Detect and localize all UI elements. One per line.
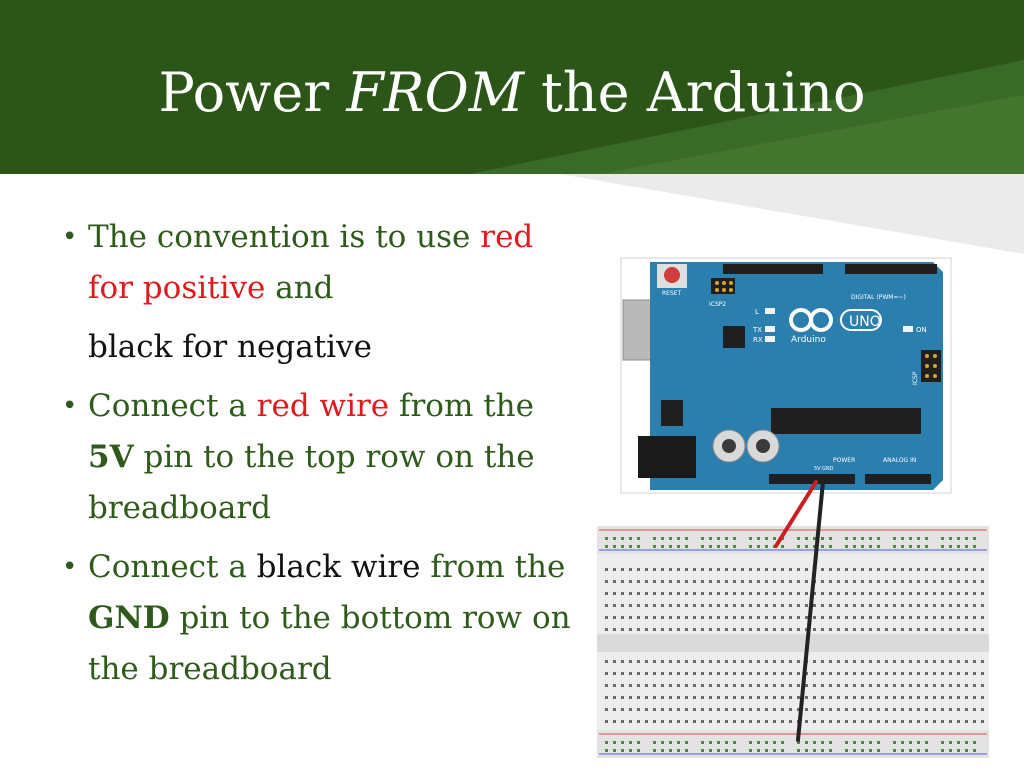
bullet-text: pin to the bottom row on the breadboard <box>88 600 571 687</box>
black-wire <box>796 480 825 742</box>
led-l <box>765 308 775 314</box>
led-rx-label: RX <box>753 336 763 344</box>
highlight-red: red for positive <box>88 219 534 306</box>
bullet-item: Connect a red wire from the 5V pin to th… <box>62 381 582 534</box>
header-decoration <box>470 60 1024 174</box>
icsp2-label: ICSP2 <box>709 301 726 308</box>
bullet-continuation: black for negative <box>88 329 372 365</box>
title-part2: the Arduino <box>524 61 866 124</box>
icsp-header <box>921 350 941 382</box>
slide-header: Power FROM the Arduino <box>0 0 1024 174</box>
bullet-list: The convention is to use red for positiv… <box>62 212 582 703</box>
bullet-text: Connect a <box>88 549 257 585</box>
brand-text: UNO <box>849 314 881 330</box>
voltage-regulator <box>661 400 683 426</box>
barrel-jack <box>638 436 696 478</box>
reset-knob <box>664 267 680 283</box>
bullet-text: Connect a <box>88 388 257 424</box>
red-wire <box>774 480 818 548</box>
arduino-breadboard-figure: RESET ICSP2 DIGITAL (PWM=~) L TX RX UNO … <box>597 257 989 758</box>
highlight-black: black wire <box>256 549 421 585</box>
icsp2-header <box>711 278 735 294</box>
bullet-text: from the <box>420 549 566 585</box>
slide-title: Power FROM the Arduino <box>0 58 1024 128</box>
title-part1: Power <box>158 61 347 124</box>
analog-label: ANALOG IN <box>883 457 916 464</box>
digital-header-left <box>723 264 823 274</box>
on-label: ON <box>916 326 927 334</box>
pin-5v-label: 5V <box>814 466 821 472</box>
power-label: POWER <box>833 457 855 464</box>
bullet-text: from the <box>389 388 534 424</box>
usb-chip <box>723 326 745 348</box>
highlight-red: red wire <box>256 388 390 424</box>
pin-gnd-label: GND <box>822 466 834 472</box>
highlight-bold: GND <box>88 600 170 636</box>
title-emphasis: FROM <box>346 61 525 124</box>
led-tx <box>765 326 775 332</box>
bullet-text: and <box>265 270 334 306</box>
bullet-text: The convention is to use <box>88 219 481 255</box>
bullet-text: pin to the top row on the breadboard <box>88 439 535 526</box>
brand-subtext: Arduino <box>791 335 826 345</box>
uno-badge <box>840 309 882 331</box>
on-led <box>903 326 913 332</box>
led-l-label: L <box>755 308 759 316</box>
atmega-chip <box>771 408 921 434</box>
highlight-bold: 5V <box>88 439 134 475</box>
gray-accent-wedge <box>560 174 1024 254</box>
icsp-label: ICSP <box>912 371 919 385</box>
digital-header-right <box>845 264 937 274</box>
breadboard-holes <box>605 537 984 752</box>
reset-label: RESET <box>662 290 682 297</box>
bullet-item: Connect a black wire from the GND pin to… <box>62 542 582 695</box>
breadboard-center-channel <box>597 634 989 652</box>
power-header <box>769 474 855 484</box>
arduino-logo <box>789 308 833 332</box>
digital-label: DIGITAL (PWM=~) <box>851 294 906 301</box>
bullet-item: The convention is to use red for positiv… <box>62 212 582 373</box>
led-rx <box>765 336 775 342</box>
analog-header <box>865 474 931 484</box>
led-tx-label: TX <box>752 326 762 334</box>
